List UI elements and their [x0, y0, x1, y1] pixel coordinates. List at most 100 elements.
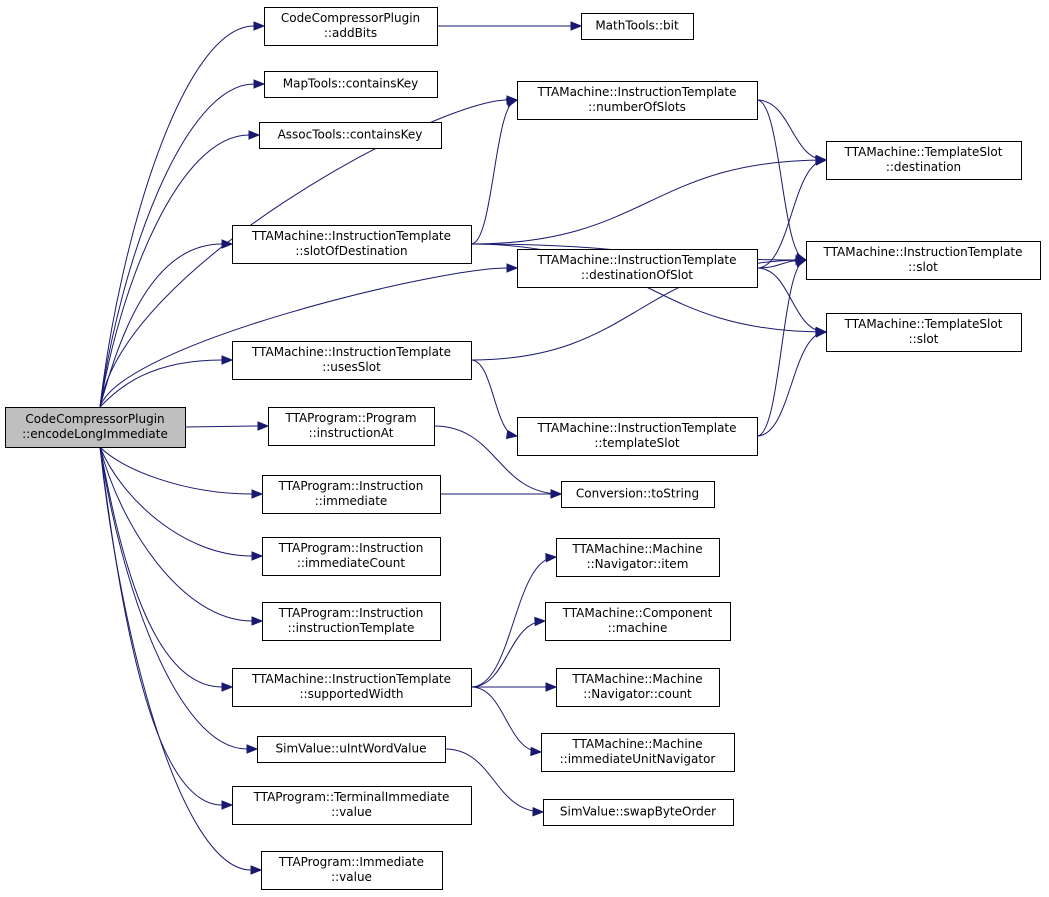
node-box[interactable] [806, 241, 1041, 280]
node-box[interactable] [262, 537, 441, 576]
arrowhead-icon [251, 489, 264, 499]
edge-line [470, 159, 827, 245]
node-label: ::immediateCount [297, 556, 406, 570]
node-box[interactable] [257, 736, 446, 763]
node-numberOfSlots[interactable]: TTAMachine::InstructionTemplate::numberO… [517, 81, 758, 120]
edge-root-to-addBits [99, 21, 266, 408]
node-label: ::numberOfSlots [588, 100, 686, 114]
node-box[interactable] [262, 475, 441, 514]
node-box[interactable] [268, 407, 435, 446]
node-tsSlot[interactable]: TTAMachine::TemplateSlot::slot [826, 313, 1022, 352]
node-box[interactable] [581, 13, 694, 40]
node-box[interactable] [264, 71, 438, 98]
node-label: TTAProgram::Instruction [278, 541, 424, 555]
node-box[interactable] [545, 602, 731, 641]
node-box[interactable] [232, 786, 472, 825]
node-label: TTAMachine::InstructionTemplate [251, 229, 451, 243]
node-assocContains[interactable]: AssocTools::containsKey [259, 122, 442, 149]
node-immediateCount[interactable]: TTAProgram::Instruction::immediateCount [262, 537, 441, 576]
node-box[interactable] [517, 249, 758, 288]
node-supportedWidth[interactable]: TTAMachine::InstructionTemplate::support… [232, 668, 472, 707]
node-label: MapTools::containsKey [283, 77, 419, 91]
edge-root-to-slotOfDestination [99, 239, 234, 408]
edge-line [99, 99, 508, 408]
edge-line [756, 331, 827, 437]
node-label: ::slot [909, 332, 939, 346]
edge-line [756, 99, 807, 261]
edge-root-to-mapContains [99, 79, 266, 408]
node-label: ::destinationOfSlot [581, 268, 693, 282]
arrowhead-icon [221, 800, 234, 810]
node-box[interactable] [556, 668, 720, 707]
node-slotOfDestination[interactable]: TTAMachine::InstructionTemplate::slotOfD… [232, 225, 472, 264]
arrowhead-icon [505, 429, 519, 440]
node-templateSlot[interactable]: TTAMachine::InstructionTemplate::templat… [517, 417, 758, 456]
node-label: ::instructionAt [309, 426, 394, 440]
node-label: ::Navigator::count [583, 687, 692, 701]
node-box[interactable] [541, 733, 735, 772]
node-box[interactable] [561, 481, 715, 508]
node-box[interactable] [556, 538, 720, 577]
node-immValue[interactable]: TTAProgram::Immediate::value [261, 851, 443, 890]
node-iuNavigator[interactable]: TTAMachine::Machine::immediateUnitNaviga… [541, 733, 735, 772]
node-navItem[interactable]: TTAMachine::Machine::Navigator::item [556, 538, 720, 577]
node-label: ::slotOfDestination [295, 244, 407, 258]
node-mathBit[interactable]: MathTools::bit [581, 13, 694, 40]
node-label: ::encodeLongImmediate [22, 427, 168, 441]
node-instructionAt[interactable]: TTAProgram::Program::instructionAt [268, 407, 435, 446]
node-box[interactable] [261, 851, 443, 890]
node-destinationOfSlot[interactable]: TTAMachine::InstructionTemplate::destina… [517, 249, 758, 288]
edge-uIntWordValue-to-swapByteOrder [444, 748, 545, 817]
node-navCount[interactable]: TTAMachine::Machine::Navigator::count [556, 668, 720, 707]
edge-line [470, 686, 542, 753]
node-itSlot[interactable]: TTAMachine::InstructionTemplate::slot [806, 241, 1041, 280]
node-instructionTemplate[interactable]: TTAProgram::Instruction::instructionTemp… [262, 602, 441, 641]
node-box[interactable] [232, 225, 472, 264]
arrowhead-icon [530, 746, 543, 757]
node-compMachine[interactable]: TTAMachine::Component::machine [545, 602, 731, 641]
node-box[interactable] [5, 407, 186, 448]
arrowhead-icon [550, 489, 563, 499]
edge-root-to-uIntWordValue [99, 446, 259, 754]
arrowhead-icon [248, 130, 261, 140]
node-root[interactable]: CodeCompressorPlugin::encodeLongImmediat… [5, 407, 186, 448]
node-box[interactable] [262, 602, 441, 641]
node-box[interactable] [826, 313, 1022, 352]
node-label: TTAMachine::InstructionTemplate [536, 253, 736, 267]
node-termImmValue[interactable]: TTAProgram::TerminalImmediate::value [232, 786, 472, 825]
edge-immediate-to-toString [440, 489, 563, 499]
node-toString[interactable]: Conversion::toString [561, 481, 715, 508]
node-label: ::addBits [324, 26, 377, 40]
edge-line [99, 267, 508, 408]
edge-line [99, 359, 223, 408]
node-label: CodeCompressorPlugin [281, 11, 420, 25]
edge-line [184, 425, 259, 428]
node-box[interactable] [259, 122, 442, 149]
edge-line [470, 99, 518, 245]
edge-numberOfSlots-to-tsDestination [756, 99, 828, 165]
node-box[interactable] [232, 668, 472, 707]
node-box[interactable] [264, 7, 438, 46]
arrowhead-icon [815, 328, 828, 338]
node-box[interactable] [232, 341, 472, 380]
node-uIntWordValue[interactable]: SimValue::uIntWordValue [257, 736, 446, 763]
arrowhead-icon [251, 616, 264, 626]
node-box[interactable] [517, 81, 758, 120]
node-addBits[interactable]: CodeCompressorPlugin::addBits [264, 7, 438, 46]
node-swapByteOrder[interactable]: SimValue::swapByteOrder [543, 799, 734, 826]
node-mapContains[interactable]: MapTools::containsKey [264, 71, 438, 98]
edge-root-to-instructionTemplate [99, 446, 264, 626]
node-immediate[interactable]: TTAProgram::Instruction::immediate [262, 475, 441, 514]
node-tsDestination[interactable]: TTAMachine::TemplateSlot::destination [826, 141, 1022, 180]
arrowhead-icon [545, 553, 558, 563]
edge-root-to-assocContains [99, 130, 261, 408]
edge-slotOfDestination-to-numberOfSlots [470, 98, 519, 245]
node-usesSlot[interactable]: TTAMachine::InstructionTemplate::usesSlo… [232, 341, 472, 380]
arrowhead-icon [815, 156, 828, 166]
node-box[interactable] [826, 141, 1022, 180]
node-box[interactable] [517, 417, 758, 456]
node-label: TTAMachine::InstructionTemplate [251, 345, 451, 359]
edge-supportedWidth-to-navItem [470, 553, 558, 688]
node-box[interactable] [543, 799, 734, 826]
arrowhead-icon [532, 806, 545, 817]
